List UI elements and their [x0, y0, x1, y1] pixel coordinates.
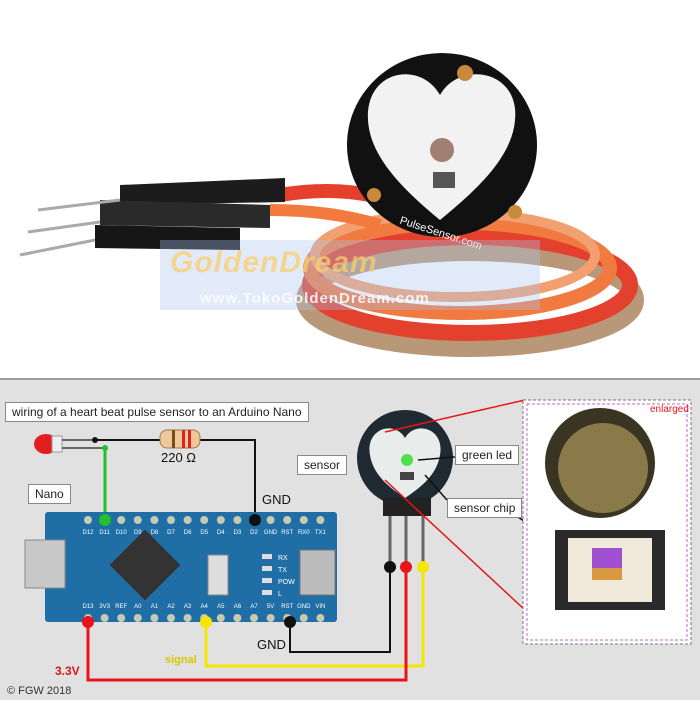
board-pin — [216, 516, 225, 524]
pin-label: D10 — [116, 530, 128, 536]
board-pin — [299, 614, 308, 622]
board-pin — [183, 614, 192, 622]
pin-label: A6 — [234, 604, 242, 610]
diagram-title: wiring of a heart beat pulse sensor to a… — [5, 402, 309, 422]
pulse-sensor-photo: PulseSensor.com — [19, 53, 644, 357]
pin-label: VIN — [315, 604, 325, 610]
resistor-icon — [159, 429, 201, 449]
pin-label: GND — [297, 604, 311, 610]
board-pin — [167, 516, 175, 524]
pin-label: D7 — [167, 530, 175, 536]
board-pin — [117, 516, 126, 524]
gnd-bottom-label: GND — [257, 637, 286, 652]
pin-label: D5 — [200, 530, 208, 536]
board-pin — [283, 516, 292, 524]
pin-label: RST — [281, 530, 293, 536]
board-pin — [84, 516, 92, 524]
board-pin — [316, 516, 325, 524]
watermark-logo: GoldenDream — [170, 246, 378, 279]
pin-label: D9 — [134, 530, 142, 536]
sensor-label: sensor — [297, 455, 348, 475]
pin-label: D13 — [82, 604, 94, 610]
arduino-nano-board — [24, 512, 337, 622]
board-pin — [150, 516, 159, 524]
board-led-tx: TX — [278, 567, 287, 574]
board-pin — [299, 516, 308, 524]
pin-label: A5 — [217, 604, 225, 610]
pin-label: D2 — [250, 530, 258, 536]
pin-label: D11 — [99, 530, 110, 536]
gnd-top-label: GND — [262, 492, 291, 507]
board-pin — [133, 614, 142, 622]
red-led-icon — [34, 434, 105, 454]
sensor-chip-label: sensor chip — [447, 498, 523, 518]
enlarged-label: enlarged — [650, 404, 689, 415]
pin-label: RST — [281, 604, 293, 610]
board-pin — [250, 614, 258, 622]
watermark-url: www.TokoGoldenDream.com — [200, 290, 430, 307]
board-pin — [167, 614, 175, 622]
pin-label: D3 — [234, 530, 242, 536]
board-pin — [266, 516, 275, 524]
pin-label: TX1 — [315, 530, 327, 536]
board-pin — [233, 614, 242, 622]
board-pin — [233, 516, 242, 524]
pin-label: D8 — [151, 530, 159, 536]
board-led-rx: RX — [278, 555, 288, 562]
pin-label: D4 — [217, 530, 225, 536]
product-photo: PulseSensor.com GoldenDream www.TokoGold… — [19, 53, 644, 357]
board-pin — [133, 516, 142, 524]
board-pin — [266, 614, 275, 622]
pin-label: REF — [115, 604, 127, 610]
board-pin — [100, 614, 109, 622]
pin-label: A3 — [184, 604, 192, 610]
pin-label: A7 — [250, 604, 258, 610]
pulse-sensor-icon — [357, 410, 453, 573]
pin-label: A2 — [167, 604, 175, 610]
pin-label: D6 — [184, 530, 192, 536]
pin-label: 5V — [267, 604, 274, 610]
pin-label: 3V3 — [99, 604, 110, 610]
pin-label: GND — [264, 530, 278, 536]
board-pin — [117, 614, 126, 622]
pin-label: RX0 — [298, 530, 310, 536]
pin-label: D12 — [82, 530, 94, 536]
board-pin — [150, 614, 159, 622]
resistor-label: 220 Ω — [161, 450, 197, 465]
board-led-pow: POW — [278, 579, 295, 586]
pin-label: A4 — [201, 604, 209, 610]
board-pin — [183, 516, 192, 524]
pin-label: A0 — [134, 604, 142, 610]
power-label: 3.3V — [55, 664, 80, 678]
board-pin — [200, 516, 209, 524]
copyright: © FGW 2018 — [7, 685, 72, 697]
green-led-label: green led — [455, 445, 520, 465]
pin-label: A1 — [151, 604, 159, 610]
board-pin — [216, 614, 225, 622]
board-led-l: L — [278, 591, 282, 598]
board-pin — [316, 614, 325, 622]
board-led-labels: RX TX POW L — [278, 555, 295, 598]
signal-label: signal — [165, 654, 197, 666]
nano-label: Nano — [28, 484, 71, 504]
